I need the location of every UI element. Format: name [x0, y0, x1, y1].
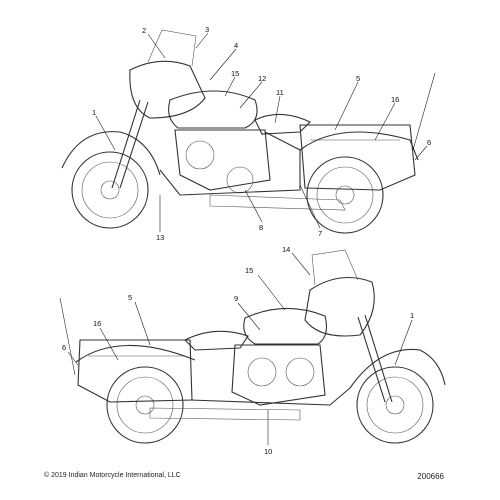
callout-4-upper: 4 — [234, 41, 238, 50]
callout-3-upper: 3 — [205, 25, 209, 34]
callout-1-lower: 1 — [410, 311, 414, 320]
callout-13-upper: 13 — [156, 233, 164, 242]
callout-10-lower: 10 — [264, 447, 272, 456]
callout-6-lower: 6 — [62, 343, 66, 352]
callout-7-upper: 7 — [318, 229, 322, 238]
upper-callouts: 2 3 4 15 12 11 5 16 1 6 7 8 13 — [92, 25, 431, 242]
lower-rear-wheel — [106, 366, 184, 444]
upper-fuel-tank — [168, 90, 258, 129]
callout-15-upper: 15 — [231, 69, 239, 78]
callout-16-lower: 16 — [93, 319, 101, 328]
upper-rear-wheel — [306, 156, 384, 234]
callout-6-upper: 6 — [427, 138, 431, 147]
upper-front-wheel — [71, 151, 149, 229]
callout-14-lower: 14 — [282, 245, 290, 254]
callout-2-upper: 2 — [142, 26, 146, 35]
callout-12-upper: 12 — [258, 74, 266, 83]
upper-engine — [174, 129, 271, 191]
callout-11-upper: 11 — [276, 88, 284, 97]
upper-fairing — [129, 60, 206, 119]
callout-5-upper: 5 — [356, 74, 360, 83]
callout-5-lower: 5 — [128, 293, 132, 302]
upper-saddlebag — [299, 124, 416, 191]
callout-8-upper: 8 — [259, 223, 263, 232]
lower-saddlebag — [77, 339, 193, 403]
lower-fairing — [304, 277, 375, 337]
lower-leader-lines — [59, 252, 413, 445]
lower-engine — [231, 344, 326, 406]
lower-fuel-tank — [243, 307, 327, 345]
copyright-text: © 2019 Indian Motorcycle International, … — [44, 472, 181, 479]
upper-motorcycle — [61, 29, 419, 234]
lower-callouts: 14 15 9 5 16 6 1 10 — [62, 245, 414, 456]
lower-front-wheel — [356, 366, 434, 444]
callout-1-upper: 1 — [92, 108, 96, 117]
callout-9-lower: 9 — [234, 294, 238, 303]
callout-16-upper: 16 — [391, 95, 399, 104]
lower-motorcycle — [75, 249, 446, 444]
upper-leader-lines — [95, 32, 436, 232]
callout-15-lower: 15 — [245, 266, 253, 275]
part-number: 200666 — [417, 472, 444, 481]
